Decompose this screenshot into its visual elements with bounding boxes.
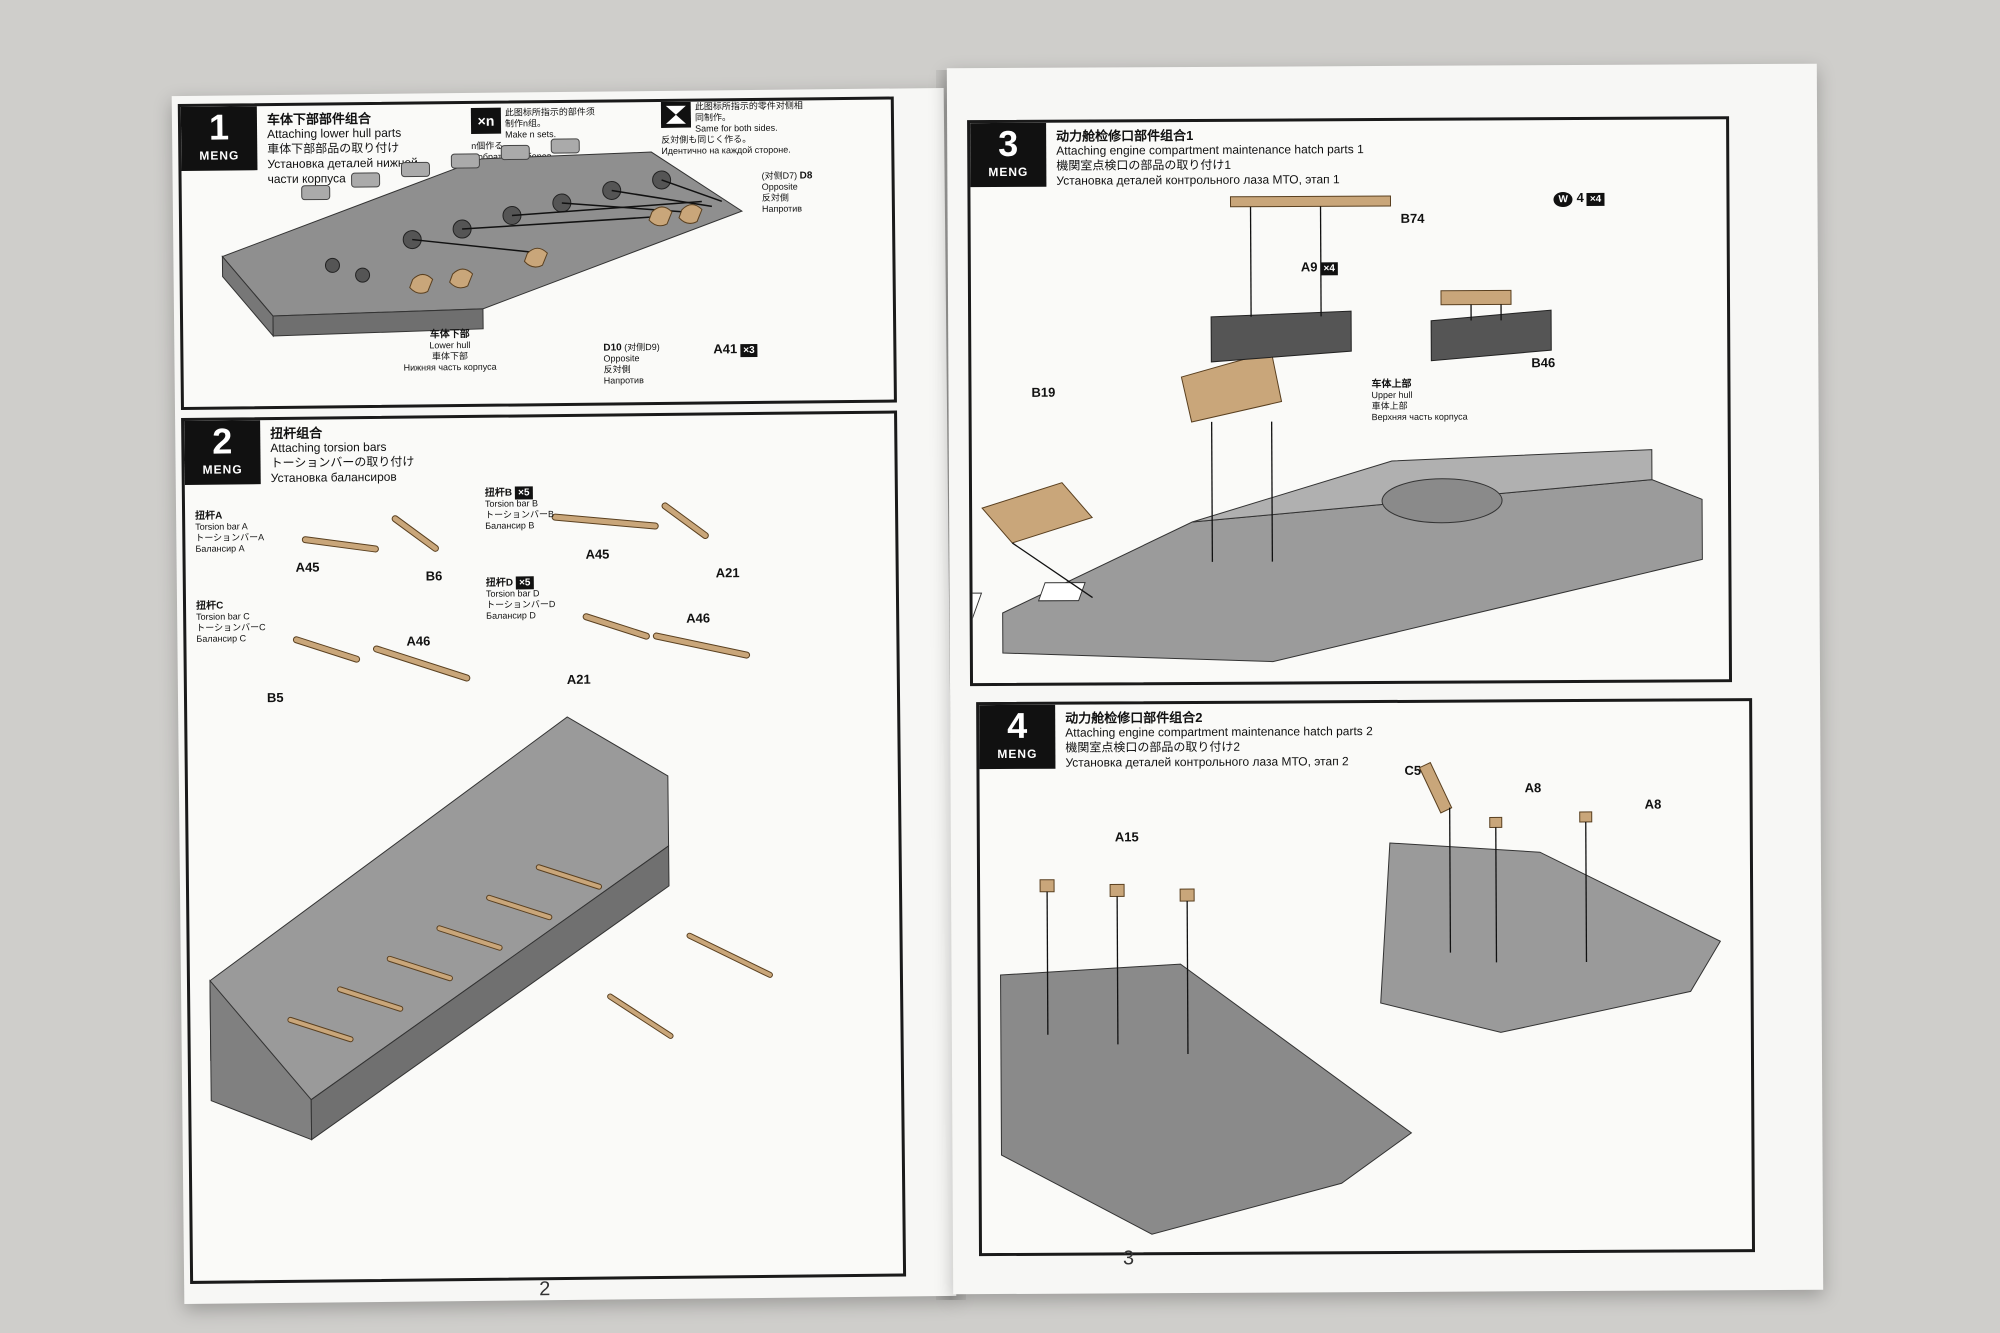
label-jp: トーションバーC: [196, 622, 266, 633]
upper-hull-jp: 車体上部: [1371, 400, 1408, 412]
torsion-bar-b-label: 扭杆B×5 Torsion bar B トーションバーB Балансир B: [484, 486, 554, 532]
torsion-bar-a-label: 扭杆A Torsion bar A トーションバーA Балансир A: [195, 510, 264, 555]
part-d10-label: D10: [603, 342, 622, 354]
step-1-panel: 1 MENG 车体下部部件组合 Attaching lower hull par…: [177, 96, 897, 410]
instruction-page-left: 1 MENG 车体下部部件组合 Attaching lower hull par…: [171, 87, 957, 1305]
page-number: 3: [1122, 1247, 1135, 1270]
label-jp: トーションバーA: [195, 532, 265, 543]
label-en: Torsion bar D: [485, 588, 540, 599]
upper-hull-ru: Верхняя часть корпуса: [1371, 411, 1468, 423]
instruction-page-right: 3 MENG 动力舱检修口部件组合1 Attaching engine comp…: [946, 63, 1824, 1295]
upper-hull-diagram: [970, 195, 1703, 663]
mirror-icon: [660, 101, 692, 128]
hatch-assembly-diagram: [1000, 761, 1722, 1235]
part-d10-callout: D10 (对侧D9) Opposite 反対側 Напротив: [603, 342, 660, 387]
label-cn: 扭杆B: [484, 487, 513, 499]
d10-opposite-cn: (对侧D9): [624, 341, 660, 353]
step-4-panel: 4 MENG 动力舱检修口部件组合2 Attaching engine comp…: [976, 698, 1756, 1257]
part-a9-callout: A9×4: [1300, 259, 1338, 276]
part-a41-label: A41: [713, 341, 738, 357]
torsion-bar-c-label: 扭杆C Torsion bar C トーションバーC Балансир C: [196, 600, 266, 645]
step-2-panel: 2 MENG 扭杆组合 Attaching torsion bars トーション…: [181, 410, 907, 1284]
part-d8-callout: (对侧D7) D8 Opposite 反対側 Напротив: [762, 170, 813, 215]
lower-hull-label: 车体下部 Lower hull 車体下部 Нижняя часть корпус…: [403, 329, 497, 374]
upper-hull-label: 车体上部 Upper hull 車体上部 Верхняя часть корпу…: [1371, 379, 1467, 424]
count-badge: ×4: [1586, 192, 1605, 206]
part-b6-label: B6: [425, 568, 443, 584]
count-badge: ×3: [740, 343, 758, 358]
label-ru: Балансир B: [485, 520, 535, 531]
upper-hull-en: Upper hull: [1371, 389, 1413, 401]
part-a45-label: A45: [295, 559, 320, 575]
label-cn: 扭杆D: [485, 577, 514, 589]
torsion-bar-diagram: [209, 502, 773, 1141]
count-badge: ×4: [1320, 262, 1338, 276]
part-b5-label: B5: [266, 689, 284, 706]
d8-opposite-cn: (对侧D7): [761, 170, 798, 181]
part-d8-label: D8: [799, 170, 813, 182]
label-cn: 扭杆C: [195, 600, 224, 612]
label-ru: Балансир C: [196, 633, 247, 644]
part-b74-label: B74: [1400, 210, 1425, 226]
d8-jp: 反対側: [761, 192, 789, 203]
d8-ru: Напротив: [761, 203, 803, 214]
part-b19-label: B19: [1031, 384, 1056, 400]
sprue-w-number: 4: [1576, 189, 1584, 205]
part-c5-label: C5: [1404, 762, 1422, 778]
lower-hull-diagram: [221, 138, 744, 338]
label-en: Torsion bar C: [196, 611, 250, 622]
label-jp: トーションバーD: [485, 599, 556, 610]
lower-hull-cn: 车体下部: [429, 328, 470, 341]
step-3-panel: 3 MENG 动力舱检修口部件组合1 Attaching engine comp…: [967, 116, 1733, 687]
same-both-sides-note: 此图标所指示的零件对侧相同制作。 Same for both sides. 反対…: [660, 100, 806, 157]
part-w-callout: W 4×4: [1550, 189, 1605, 208]
part-a41-callout: A41×3: [713, 341, 758, 358]
d10-ru: Напротив: [603, 375, 644, 386]
part-b46-label: B46: [1531, 355, 1556, 371]
part-a45-label: A45: [585, 546, 610, 562]
lower-hull-ru: Нижняя часть корпуса: [403, 361, 497, 373]
part-a21-label: A21: [566, 671, 591, 687]
torsion-bar-d-label: 扭杆D×5 Torsion bar D トーションバーD Балансир D: [485, 576, 556, 622]
part-a46-label: A46: [406, 633, 431, 649]
label-en: Torsion bar B: [484, 498, 539, 509]
part-a9-label: A9: [1300, 259, 1318, 275]
part-a8-label: A8: [1644, 796, 1662, 812]
label-cn: 扭杆A: [195, 510, 223, 522]
d8-en: Opposite: [761, 181, 798, 192]
label-ru: Балансир A: [195, 543, 245, 554]
page-number: 2: [539, 1278, 551, 1301]
label-ru: Балансир D: [486, 610, 536, 621]
upper-hull-cn: 车体上部: [1371, 378, 1412, 391]
part-a46-label: A46: [686, 610, 711, 626]
part-a8-label: A8: [1524, 780, 1542, 796]
part-a15-label: A15: [1114, 829, 1139, 845]
d10-jp: 反対側: [603, 364, 631, 375]
label-en: Torsion bar A: [195, 521, 248, 532]
d10-en: Opposite: [603, 353, 640, 364]
label-jp: トーションバーB: [485, 509, 554, 520]
part-a21-label: A21: [715, 565, 740, 581]
sprue-w-icon: W: [1553, 192, 1573, 208]
